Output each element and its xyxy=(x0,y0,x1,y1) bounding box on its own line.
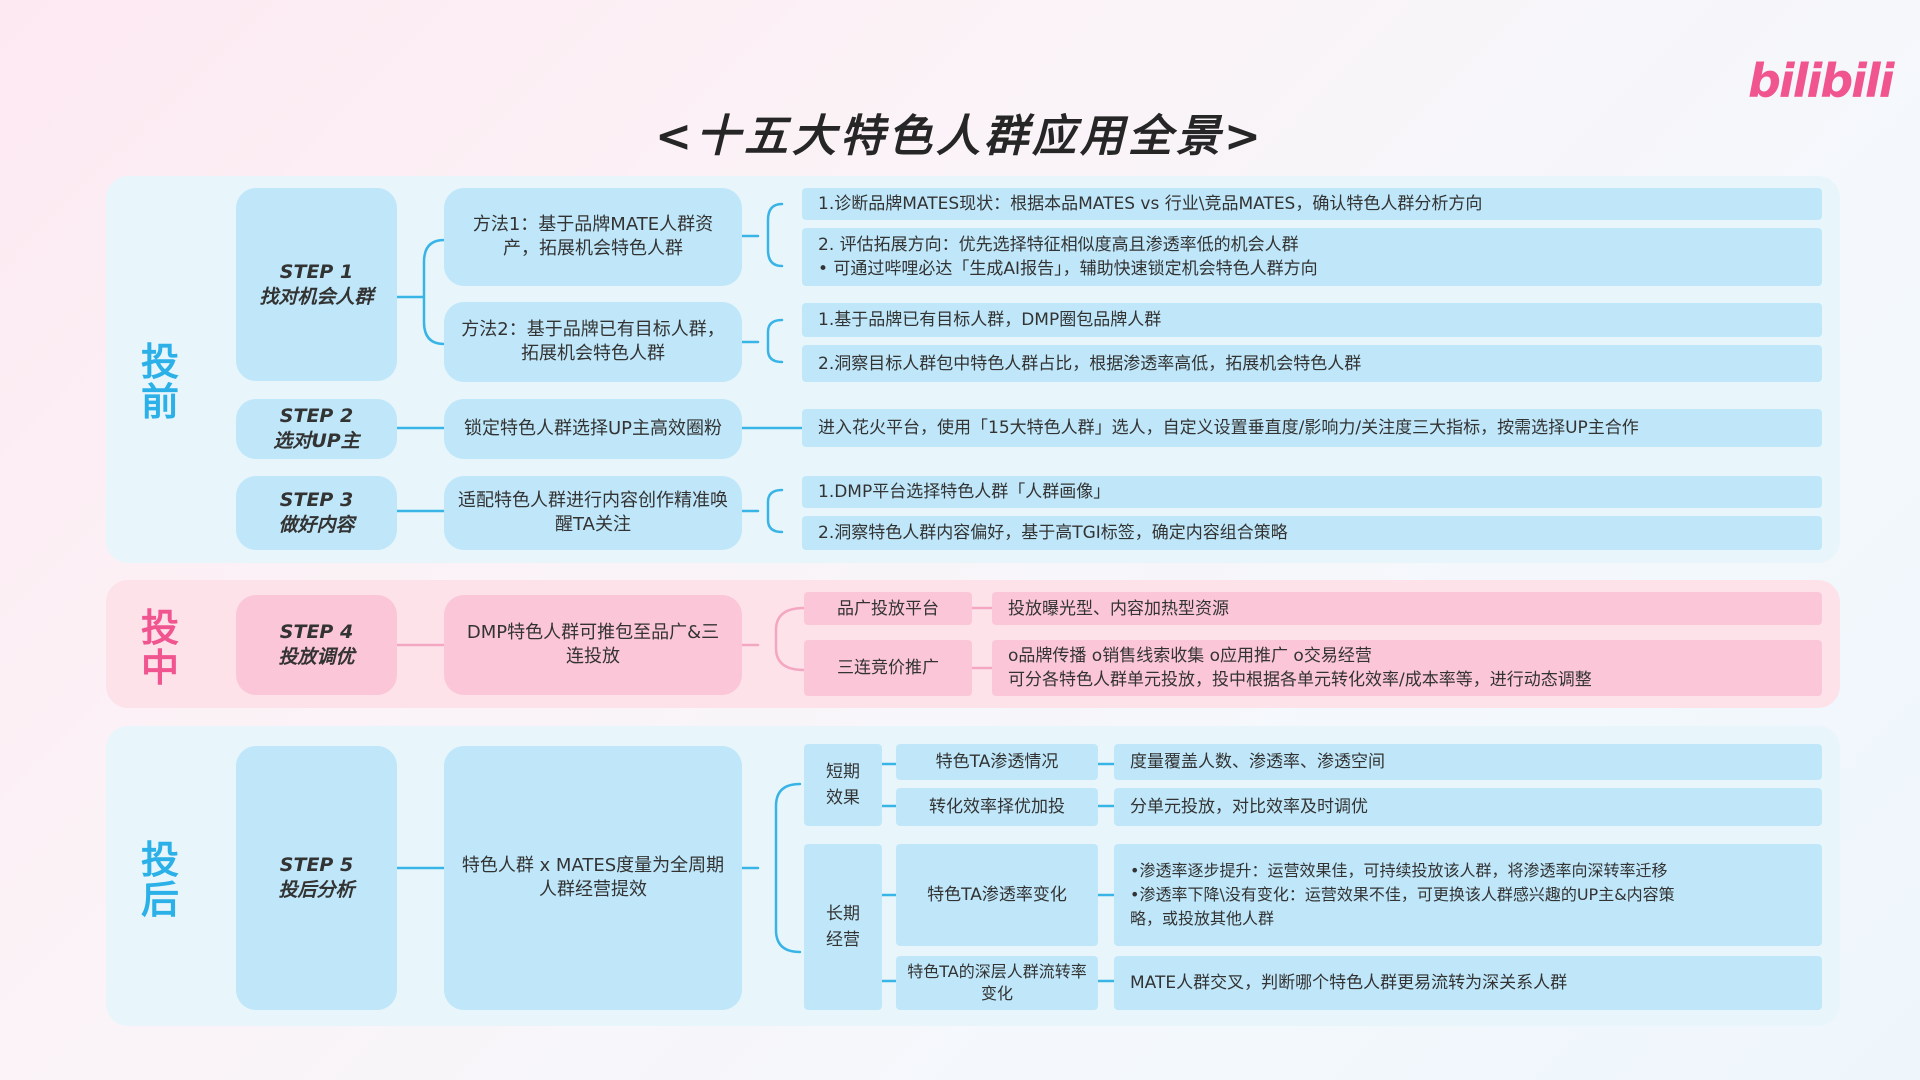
detail-bar-6: 1.DMP平台选择特色人群「人群画像」 xyxy=(802,476,1822,508)
step-card-5: STEP 5 投后分析 xyxy=(236,746,397,1010)
step-card-4: STEP 4 投放调优 xyxy=(236,595,397,695)
page-title: <十五大特色人群应用全景> xyxy=(655,111,1265,162)
during-text-2: o品牌传播 o销售线索收集 o应用推广 o交易经营 可分各特色人群单元投放，投中… xyxy=(992,640,1822,696)
step-name: 做好内容 xyxy=(278,514,355,536)
step-number: STEP 4 xyxy=(279,621,354,643)
after-row-text-2: 分单元投放，对比效率及时调优 xyxy=(1114,788,1822,826)
label-text: 特色TA渗透率变化 xyxy=(927,885,1067,905)
detail-text: 2.洞察目标人群包中特色人群占比，根据渗透率高低，拓展机会特色人群 xyxy=(818,353,1362,374)
step-number: STEP 1 xyxy=(279,260,354,283)
after-long-label: 长期经营 xyxy=(804,844,882,1010)
label-text: 特色TA渗透情况 xyxy=(935,752,1059,772)
detail-bar-7: 2.洞察特色人群内容偏好，基于高TGI标签，确定内容组合策略 xyxy=(802,516,1822,550)
bilibili-logo: bilibili xyxy=(1748,54,1894,108)
detail-text: 2. 评估拓展方向：优先选择特征相似度高且渗透率低的机会人群 xyxy=(818,235,1299,255)
detail-text: o品牌传播 o销售线索收集 o应用推广 o交易经营 xyxy=(1008,646,1372,666)
after-short-label: 短期效果 xyxy=(804,744,882,826)
after-row-label-2: 转化效率择优加投 xyxy=(896,788,1098,826)
method-card-1: 方法1：基于品牌MATE人群资产，拓展机会特色人群 xyxy=(444,188,742,286)
label-text: 短期效果 xyxy=(826,762,860,808)
phase-after: 投后 xyxy=(140,838,179,922)
detail-bar-4: 2.洞察目标人群包中特色人群占比，根据渗透率高低，拓展机会特色人群 xyxy=(802,345,1822,382)
label-text: 品广投放平台 xyxy=(837,598,939,619)
detail-text: 可分各特色人群单元投放，投中根据各单元转化效率/成本率等，进行动态调整 xyxy=(1008,670,1592,690)
detail-text: MATE人群交叉，判断哪个特色人群更易流转为深关系人群 xyxy=(1130,973,1568,993)
detail-note: • 可通过哔哩必达「生成AI报告」，辅助快速锁定机会特色人群方向 xyxy=(818,259,1318,279)
method-card-2: 方法2：基于品牌已有目标人群，拓展机会特色人群 xyxy=(444,302,742,382)
detail-text: 2.洞察特色人群内容偏好，基于高TGI标签，确定内容组合策略 xyxy=(818,523,1288,543)
detail-bar-3: 1.基于品牌已有目标人群，DMP圈包品牌人群 xyxy=(802,303,1822,337)
detail-text: 投放曝光型、内容加热型资源 xyxy=(1008,598,1229,619)
detail-text: 1.诊断品牌MATES现状：根据本品MATES vs 行业\竞品MATES，确认… xyxy=(818,194,1483,214)
label-text: 特色TA的深层人群流转率变化 xyxy=(907,962,1087,1003)
detail-text: 1.DMP平台选择特色人群「人群画像」 xyxy=(818,482,1111,502)
detail-text: •渗透率下降\没有变化：运营效果不佳，可更换该人群感兴趣的UP主&内容策 xyxy=(1130,885,1675,904)
step-card-1: STEP 1 找对机会人群 xyxy=(236,188,397,381)
phase-before: 投前 xyxy=(140,340,179,424)
during-label-2: 三连竞价推广 xyxy=(804,640,972,696)
method-card-3: 锁定特色人群选择UP主高效圈粉 xyxy=(444,399,742,459)
method-card-6: 特色人群 x MATES度量为全周期人群经营提效 xyxy=(444,746,742,1010)
during-text-1: 投放曝光型、内容加热型资源 xyxy=(992,592,1822,625)
detail-text: 略，或投放其他人群 xyxy=(1130,909,1275,928)
step-card-3: STEP 3 做好内容 xyxy=(236,476,397,550)
step-card-2: STEP 2 选对UP主 xyxy=(236,399,397,459)
detail-text: 进入花火平台，使用「15大特色人群」选人，自定义设置垂直度/影响力/关注度三大指… xyxy=(818,418,1639,438)
step-number: STEP 3 xyxy=(279,489,354,511)
detail-text: •渗透率逐步提升：运营效果佳，可持续投放该人群，将渗透率向深转率迁移 xyxy=(1130,861,1668,880)
after-row-label-4: 特色TA的深层人群流转率变化 xyxy=(896,956,1098,1010)
detail-bar-2: 2. 评估拓展方向：优先选择特征相似度高且渗透率低的机会人群 • 可通过哔哩必达… xyxy=(802,228,1822,286)
step-number: STEP 5 xyxy=(279,854,354,876)
label-text: 长期经营 xyxy=(826,904,860,950)
detail-text: 分单元投放，对比效率及时调优 xyxy=(1130,797,1368,817)
method-card-4: 适配特色人群进行内容创作精准唤醒TA关注 xyxy=(444,476,742,550)
step-name: 投放调优 xyxy=(278,646,355,668)
detail-text: 度量覆盖人数、渗透率、渗透空间 xyxy=(1130,752,1385,772)
detail-bar-5: 进入花火平台，使用「15大特色人群」选人，自定义设置垂直度/影响力/关注度三大指… xyxy=(802,409,1822,447)
after-row-text-1: 度量覆盖人数、渗透率、渗透空间 xyxy=(1114,744,1822,780)
step-name: 找对机会人群 xyxy=(259,285,374,308)
step-name: 选对UP主 xyxy=(273,430,360,452)
after-row-label-3: 特色TA渗透率变化 xyxy=(896,844,1098,946)
step-name: 投后分析 xyxy=(278,879,355,901)
phase-during: 投中 xyxy=(140,606,179,690)
after-row-text-4: MATE人群交叉，判断哪个特色人群更易流转为深关系人群 xyxy=(1114,956,1822,1010)
detail-bar-1: 1.诊断品牌MATES现状：根据本品MATES vs 行业\竞品MATES，确认… xyxy=(802,188,1822,220)
detail-text: 1.基于品牌已有目标人群，DMP圈包品牌人群 xyxy=(818,310,1162,330)
during-label-1: 品广投放平台 xyxy=(804,592,972,625)
method-card-5: DMP特色人群可推包至品广&三连投放 xyxy=(444,595,742,695)
label-text: 转化效率择优加投 xyxy=(929,797,1065,817)
step-number: STEP 2 xyxy=(279,405,354,427)
label-text: 三连竞价推广 xyxy=(837,658,939,678)
after-row-label-1: 特色TA渗透情况 xyxy=(896,744,1098,780)
after-row-text-3: •渗透率逐步提升：运营效果佳，可持续投放该人群，将渗透率向深转率迁移 •渗透率下… xyxy=(1114,844,1822,946)
